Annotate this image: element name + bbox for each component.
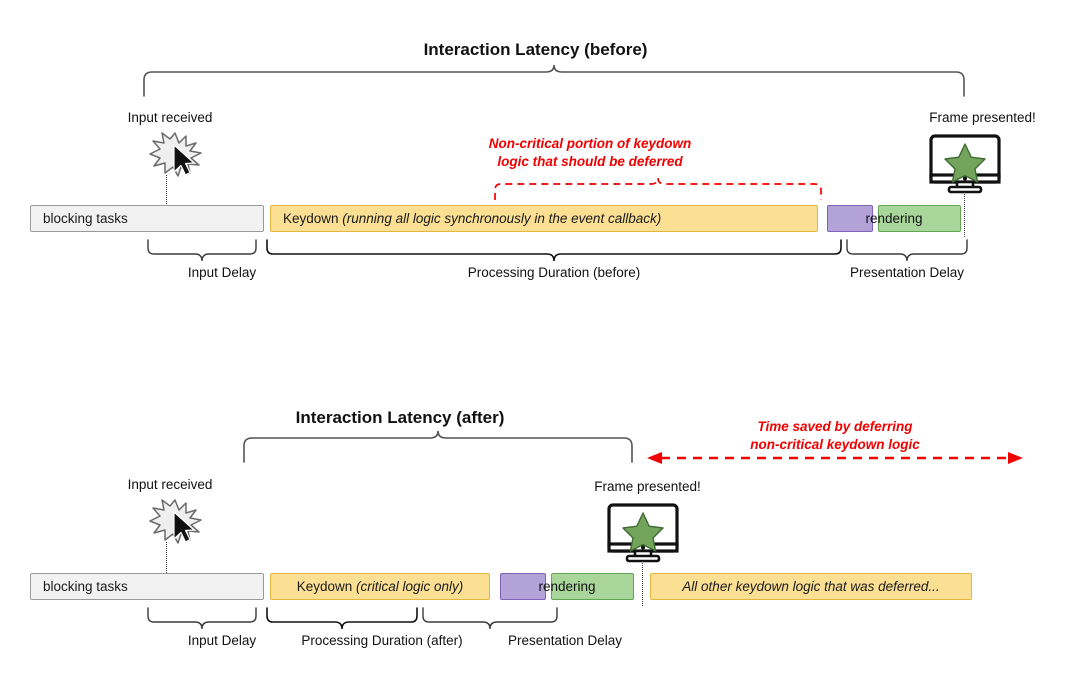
annotation-line-1: Non-critical portion of keydown: [488, 136, 692, 151]
annotation-line-2: logic that should be deferred: [497, 153, 683, 169]
time-saved-arrow: [647, 452, 1023, 464]
annotation-after-line-1: Time saved by deferring: [757, 419, 913, 434]
bar-presentation-purple-after: [500, 573, 546, 600]
keydown-after-text-plain: Keydown: [296, 579, 356, 594]
phase-label-presentation-before: Presentation Delay: [849, 265, 965, 280]
bar-label-blocking-before: blocking tasks: [43, 211, 128, 226]
phase-braces-after: [147, 607, 558, 630]
annotation-noncritical-before: Non-critical portion of keydown logic th…: [380, 135, 800, 171]
section-title-after: Interaction Latency (after): [295, 408, 505, 427]
interaction-latency-brace-after: [243, 430, 633, 463]
phase-label-processing-before: Processing Duration (before): [467, 265, 641, 280]
phase-label-input-delay-before: Input Delay: [187, 265, 257, 280]
bar-keydown-before: Keydown (running all logic synchronously…: [270, 205, 818, 232]
bar-label-keydown-after: Keydown (critical logic only): [271, 579, 489, 594]
phase-label-presentation-after: Presentation Delay: [507, 633, 623, 648]
annotation-time-saved-after: Time saved by deferring non-critical key…: [625, 418, 1045, 454]
bar-label-deferred: All other keydown logic that was deferre…: [682, 579, 940, 594]
phase-label-processing-after: Processing Duration (after): [301, 633, 463, 648]
keydown-text-italic: (running all logic synchronously in the …: [342, 211, 662, 226]
input-received-label-before: Input received: [127, 110, 213, 125]
frame-guide-line-before: [964, 192, 965, 237]
input-received-label-after: Input received: [127, 477, 213, 492]
frame-presented-label-after: Frame presented!: [594, 479, 701, 494]
star-icon: [944, 143, 986, 183]
input-guide-line-after: [166, 542, 167, 575]
phase-braces-before: [147, 239, 968, 262]
bar-keydown-after: Keydown (critical logic only): [270, 573, 490, 600]
bar-blocking-tasks-before: blocking tasks: [30, 205, 264, 232]
bar-presentation-green-before: [878, 205, 961, 232]
star-icon-after: [622, 512, 664, 552]
cursor-icon: [173, 144, 195, 176]
bar-deferred-logic: All other keydown logic that was deferre…: [650, 573, 972, 600]
input-guide-line-before: [166, 175, 167, 208]
bar-presentation-green-after: [551, 573, 634, 600]
bar-label-keydown-before: Keydown (running all logic synchronously…: [271, 211, 661, 226]
section-title-before: Interaction Latency (before): [423, 40, 648, 59]
bar-blocking-tasks-after: blocking tasks: [30, 573, 264, 600]
keydown-after-text-italic: (critical logic only): [356, 579, 464, 594]
frame-guide-line-after: [642, 561, 643, 606]
monitor-icon-after: [607, 503, 679, 563]
keydown-text-plain: Keydown: [283, 211, 343, 226]
cursor-icon-after: [173, 511, 195, 543]
interaction-latency-brace-before: [143, 64, 965, 97]
bar-label-blocking-after: blocking tasks: [43, 579, 128, 594]
annotation-dashed-brace: [494, 177, 822, 200]
phase-label-input-delay-after: Input Delay: [187, 633, 257, 648]
bar-presentation-purple-before: [827, 205, 873, 232]
monitor-icon: [929, 134, 1001, 194]
annotation-after-line-2: non-critical keydown logic: [750, 436, 920, 452]
frame-presented-label-before: Frame presented!: [929, 110, 1036, 125]
